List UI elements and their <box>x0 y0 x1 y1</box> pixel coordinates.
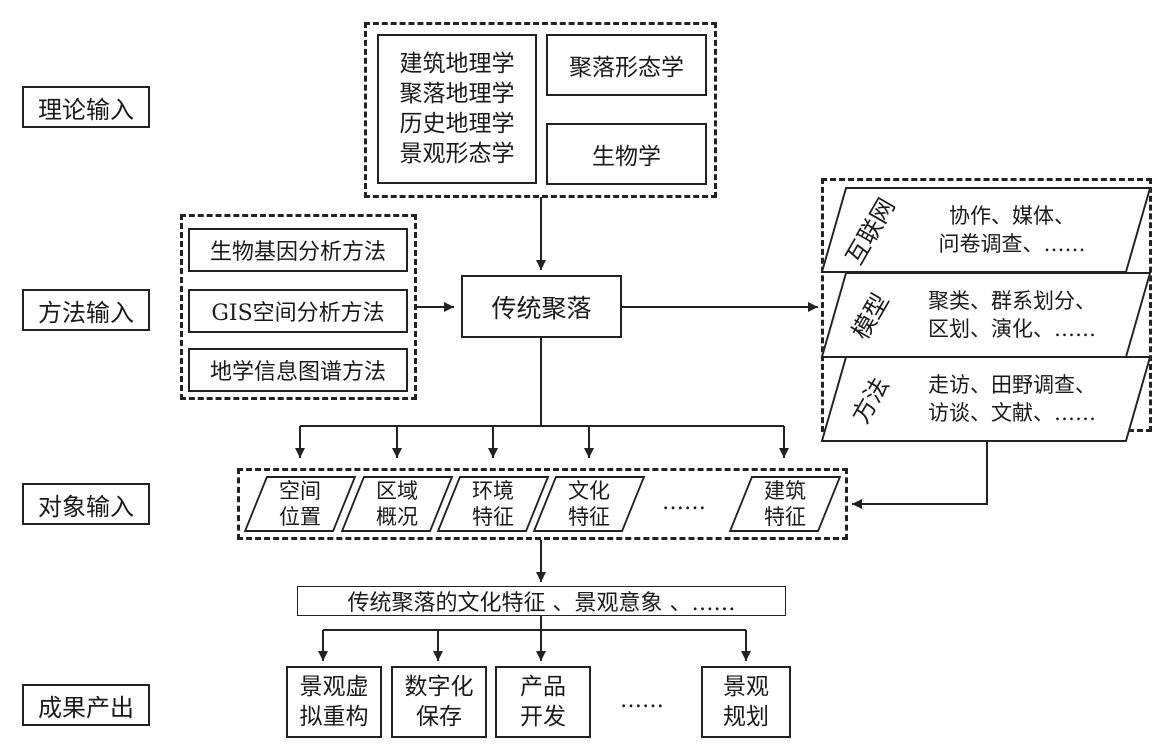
method-text: GIS空间分析方法 <box>211 301 385 326</box>
theory-disciplines-box: 建筑地理学 聚落地理学 历史地理学 景观形态学 <box>377 34 537 184</box>
row-label-object-text: 对象输入 <box>38 492 134 521</box>
output-line: 数字化 <box>404 674 474 700</box>
output-landscape-planning: 景观规划 <box>701 666 791 738</box>
theory-disciplines-list: 建筑地理学 聚落地理学 历史地理学 景观形态学 <box>400 49 515 169</box>
approach-line: 访谈、文献、…… <box>928 401 1096 425</box>
output-line: 开发 <box>520 704 566 730</box>
output-line: 景观 <box>723 674 769 700</box>
objects-ellipsis: …… <box>662 490 706 515</box>
methods-group <box>180 214 417 400</box>
arrow-approaches-to-objects <box>852 432 988 509</box>
output-line: 保存 <box>416 704 462 730</box>
discipline-item: 建筑地理学 <box>399 51 515 77</box>
output-line: 产品 <box>520 674 566 700</box>
row-label-object: 对象输入 <box>22 483 150 525</box>
approach-text: 聚类、群系划分、 区划、演化、…… <box>913 272 1111 358</box>
theory-morphology-box: 聚落形态学 <box>546 34 707 96</box>
discipline-item: 景观形态学 <box>399 141 515 167</box>
approach-line: 协作、媒体、 <box>949 204 1075 228</box>
approach-text: 走访、田野调查、 访谈、文献、…… <box>913 356 1111 442</box>
object-line: 建筑 <box>764 479 806 503</box>
row-label-theory-text: 理论输入 <box>38 95 134 124</box>
approach-line: 问卷调查、…… <box>938 232 1086 256</box>
output-product-development: 产品开发 <box>495 666 591 738</box>
approach-model: 模型 聚类、群系划分、 区划、演化、…… <box>820 272 1152 358</box>
object-text: 区域概况 <box>352 476 442 532</box>
method-text: 生物基因分析方法 <box>209 240 386 265</box>
theory-biology-box: 生物学 <box>546 123 707 185</box>
object-text: 环境特征 <box>448 476 538 532</box>
row-label-theory: 理论输入 <box>22 86 150 128</box>
outputs-ellipsis: …… <box>620 688 664 713</box>
object-line: 特征 <box>764 505 806 529</box>
row-label-method: 方法输入 <box>22 289 150 331</box>
object-line: 文化 <box>568 479 610 503</box>
discipline-item: 聚落地理学 <box>399 81 515 107</box>
object-architecture: 建筑特征 <box>728 476 842 532</box>
output-virtual-reconstruction: 景观虚拟重构 <box>286 666 382 738</box>
object-line: 特征 <box>472 505 514 529</box>
row-label-output-text: 成果产出 <box>38 693 134 722</box>
approach-line: 聚类、群系划分、 <box>928 289 1096 313</box>
approach-line: 区划、演化、…… <box>928 317 1096 341</box>
object-spatial-location: 空间位置 <box>243 476 357 532</box>
method-box-gis: GIS空间分析方法 <box>188 289 408 333</box>
output-line: 规划 <box>723 704 769 730</box>
object-culture: 文化特征 <box>532 476 646 532</box>
object-line: 环境 <box>472 479 514 503</box>
theory-morphology-text: 聚落形态学 <box>569 55 684 81</box>
objects-group <box>237 468 848 540</box>
core-node-text: 传统聚落 <box>491 293 592 323</box>
approach-text: 协作、媒体、 问卷调查、…… <box>913 187 1111 273</box>
object-line: 区域 <box>376 479 418 503</box>
method-box-gene: 生物基因分析方法 <box>188 228 408 272</box>
summary-box: 传统聚落的文化特征 、景观意象 、…… <box>297 586 786 616</box>
object-environment: 环境特征 <box>436 476 550 532</box>
summary-text: 传统聚落的文化特征 、景观意象 、…… <box>347 591 736 616</box>
output-digital-preservation: 数字化保存 <box>391 666 487 738</box>
method-text: 地学信息图谱方法 <box>209 360 386 385</box>
object-line: 位置 <box>279 505 321 529</box>
row-label-method-text: 方法输入 <box>38 298 134 327</box>
approach-internet: 互联网 协作、媒体、 问卷调查、…… <box>820 187 1152 273</box>
output-line: 景观虚 <box>299 674 369 700</box>
output-line: 拟重构 <box>299 704 369 730</box>
object-regional-overview: 区域概况 <box>340 476 454 532</box>
object-text: 建筑特征 <box>740 476 830 532</box>
object-text: 文化特征 <box>544 476 634 532</box>
row-label-output: 成果产出 <box>22 684 150 726</box>
discipline-item: 历史地理学 <box>399 111 515 137</box>
object-text: 空间位置 <box>255 476 345 532</box>
object-line: 特征 <box>568 505 610 529</box>
theory-biology-text: 生物学 <box>592 144 661 170</box>
object-line: 概况 <box>376 505 418 529</box>
core-node: 传统聚落 <box>461 275 622 338</box>
theory-group <box>364 22 717 198</box>
object-line: 空间 <box>279 479 321 503</box>
approach-method: 方法 走访、田野调查、 访谈、文献、…… <box>820 356 1152 442</box>
approach-line: 走访、田野调查、 <box>928 373 1096 397</box>
method-box-geo-info: 地学信息图谱方法 <box>188 348 408 392</box>
